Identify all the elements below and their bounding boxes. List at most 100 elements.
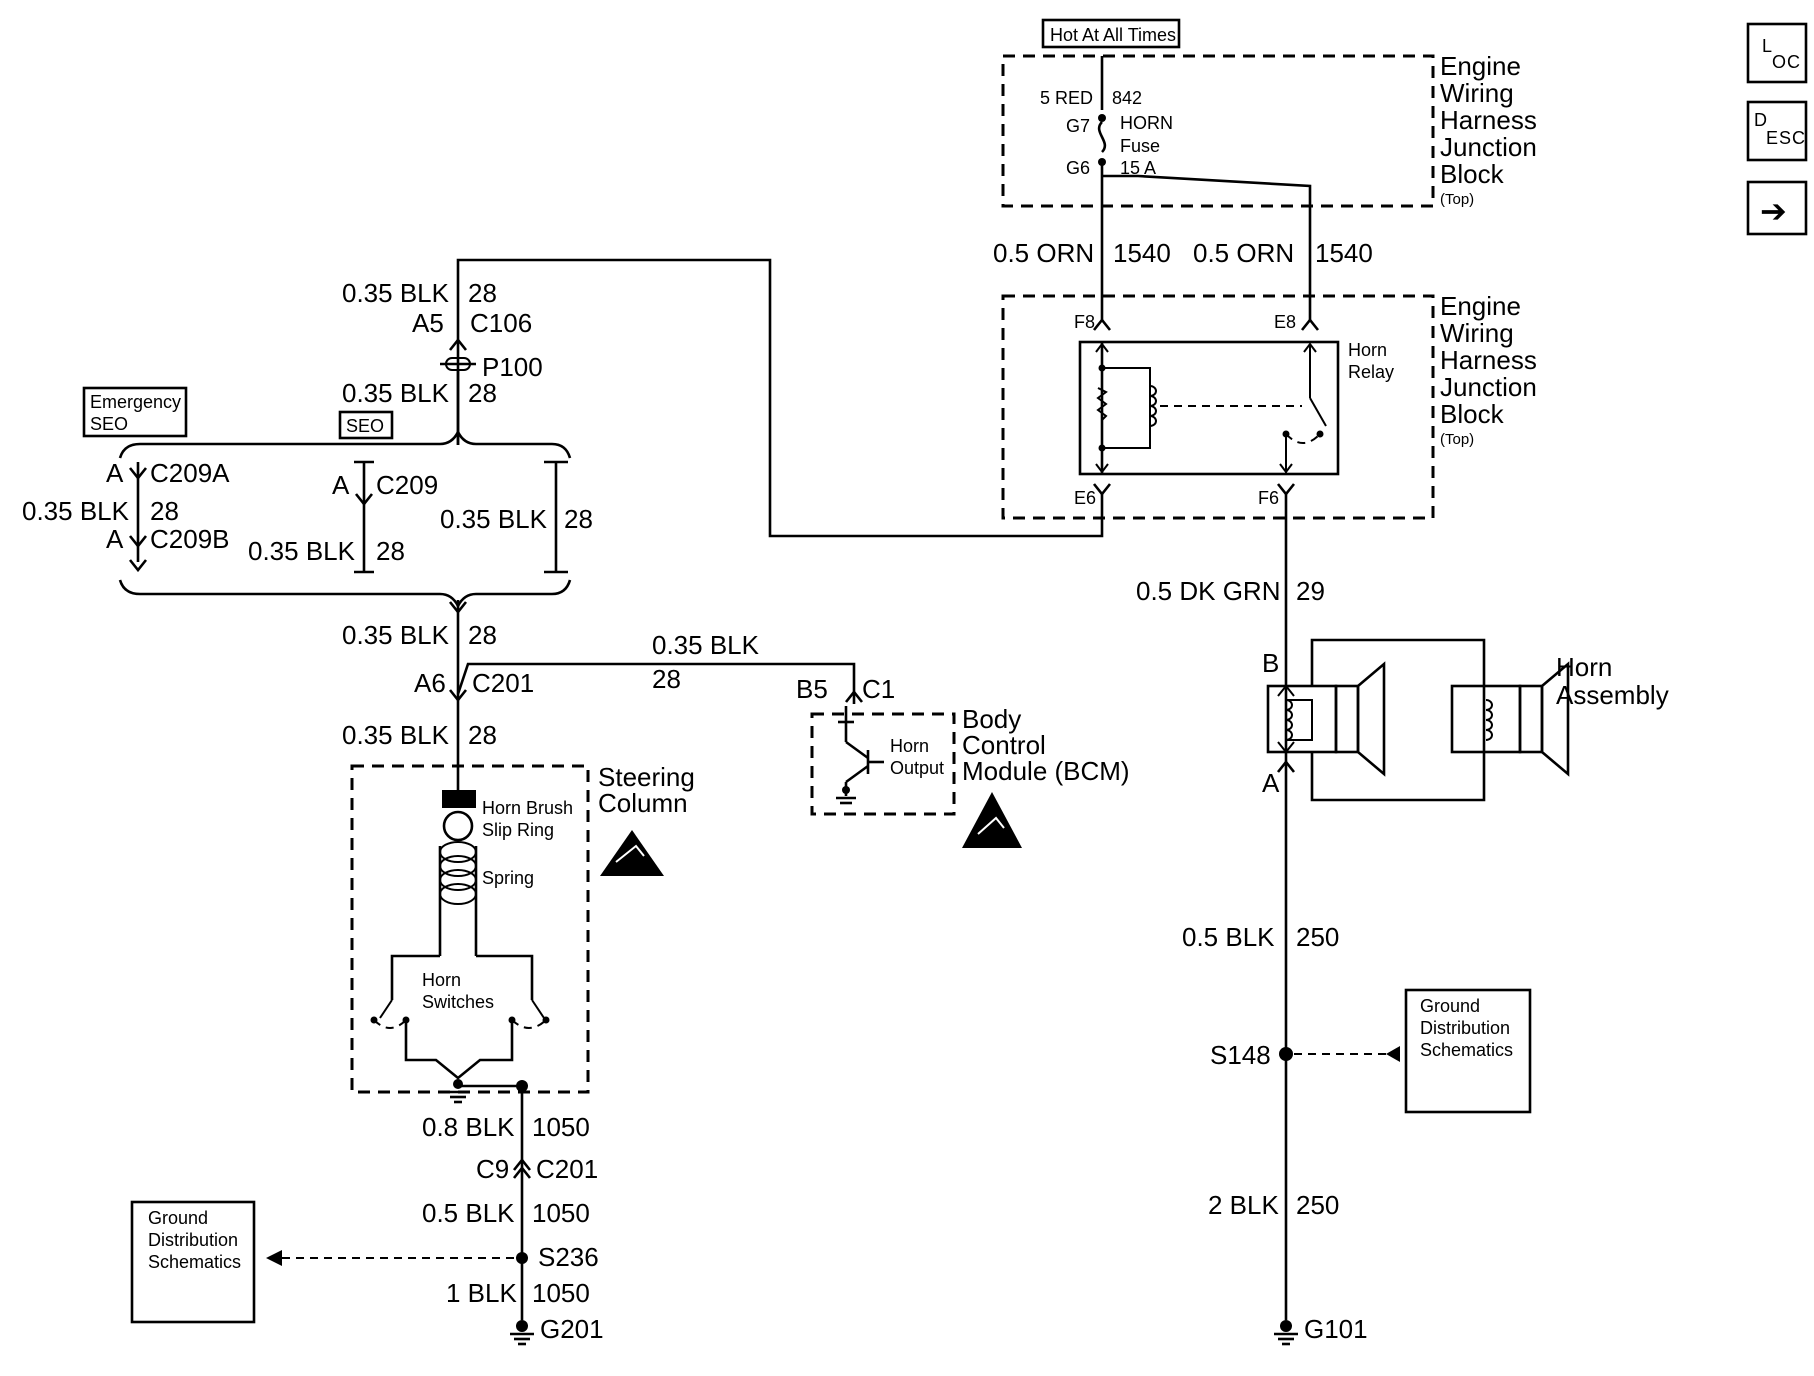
fuse-block-text: 5 RED 842 G7 G6 HORN Fuse 15 A [1040,88,1173,178]
pin-e8: E8 [1274,312,1296,332]
desc-button-sub: ESC [1766,128,1806,148]
bcm-title-2: Control [962,730,1046,760]
svg-text:Schematics: Schematics [148,1252,241,1272]
svg-text:0.35 BLK: 0.35 BLK [342,278,450,308]
c209-col2-wire-size: 0.35 BLK [248,536,356,566]
s148-splice: S148 [1210,1040,1271,1070]
svg-text:Ground: Ground [148,1208,208,1228]
fuse-block-title: Engine Wiring Harness Junction Block (To… [1440,51,1537,208]
g201-wire3-size: 1 BLK [446,1278,517,1308]
horn-pin-b: B [1262,648,1279,678]
c209-pin: A [332,470,350,500]
relay-junction-block-outline [1001,294,1435,520]
horn-fuse-icon [1097,56,1107,320]
horn-brush-slip-ring-icon [442,790,476,842]
c201-lower-pin: C9 [476,1154,509,1184]
hot-at-all-times-label: Hot At All Times [1041,18,1181,49]
orn-wire-labels: 0.5 ORN 1540 0.5 ORN 1540 [993,238,1373,268]
g201-wire1-circuit: 1050 [532,1112,590,1142]
svg-text:Engine: Engine [1440,291,1521,321]
g201-wire1-size: 0.8 BLK [422,1112,515,1142]
c209-mid-wire-circuit: 28 [150,496,179,526]
steering-column-title-2: Column [598,788,688,818]
horn-assembly-icon [1266,638,1570,802]
ground-distribution-left-link[interactable]: Ground Distribution Schematics [130,1200,256,1324]
bcm-transistor-icon [836,706,884,805]
bcm-connector-c1: C1 [862,674,895,704]
next-button[interactable]: ➔ [1746,180,1808,236]
ground-distribution-right-link[interactable]: Ground Distribution Schematics [1404,988,1532,1114]
s148-reference-arrow [1294,1046,1400,1062]
horn-relay-label-2: Relay [1348,362,1394,382]
svg-text:(Top): (Top) [1440,191,1474,208]
svg-text:Block: Block [1440,159,1505,189]
bcm-outline [810,712,956,816]
bcm-esd-warning-icon [962,792,1022,848]
svg-text:0.5 ORN: 0.5 ORN [1193,238,1294,268]
svg-text:28: 28 [468,378,497,408]
svg-text:28: 28 [468,278,497,308]
relay-pin-labels: F8 E8 E6 F6 [1074,312,1296,508]
svg-text:1540: 1540 [1315,238,1373,268]
horn-assembly-label-2: Assembly [1556,680,1669,710]
feed-wire-above-size: 0.35 BLK [342,620,450,650]
svg-text:C106: C106 [470,308,532,338]
c201-connector: C201 [472,668,534,698]
slip-ring-label: Slip Ring [482,820,554,840]
feed-wire-below-circuit: 28 [468,720,497,750]
c209-mid-wire-size: 0.35 BLK [22,496,130,526]
horn-pin-a: A [1262,768,1280,798]
c209b-connector: C209B [150,524,230,554]
svg-text:P100: P100 [482,352,543,382]
s148-splice-dot [1279,1047,1293,1061]
col3-wire-circuit: 28 [564,504,593,534]
p100-passthrough-icon [440,337,476,445]
loc-button-sub: OC [1772,52,1801,72]
col3-wire-size: 0.35 BLK [440,504,548,534]
dk-grn-wire-size: 0.5 DK GRN [1136,576,1281,606]
seo-bottom-brace [118,579,572,609]
col3-wire [544,460,568,574]
fuse-name: HORN [1120,113,1173,133]
horn-output-label: Horn [890,736,929,756]
fuse-junction-block-outline [1001,54,1435,208]
esd-warning-icon [600,830,664,876]
bcm-title-3: Module (BCM) [962,756,1130,786]
svg-text:0.35 BLK: 0.35 BLK [342,378,450,408]
svg-text:A5: A5 [412,308,444,338]
svg-text:1540: 1540 [1113,238,1171,268]
wire-5-red: 5 RED [1040,88,1093,108]
svg-text:Emergency: Emergency [90,392,181,412]
loc-button[interactable]: L OC [1746,22,1808,84]
svg-text:Wiring: Wiring [1440,318,1514,348]
horn-relay-label: Horn [1348,340,1387,360]
bcm-title: Body [962,704,1021,734]
arrow-right-icon: ➔ [1760,193,1787,229]
c209-connector: C209 [376,470,438,500]
relay-e6-ground-wire [456,258,1104,538]
p100-wire-labels: 0.35 BLK 28 A5 C106 P100 0.35 BLK 28 [342,278,543,408]
horn-switches-label: Horn [422,970,461,990]
pin-f8: F8 [1074,312,1095,332]
c209a-c209b-column [128,462,148,573]
svg-text:Schematics: Schematics [1420,1040,1513,1060]
desc-button-main: D [1754,110,1767,130]
pin-g7: G7 [1066,116,1090,136]
svg-text:Engine: Engine [1440,51,1521,81]
g201-wire3-circuit: 1050 [532,1278,590,1308]
horn-blk-wire2-circuit: 250 [1296,1190,1339,1220]
g101-ground: G101 [1304,1314,1368,1344]
horn-blk-wire2-size: 2 BLK [1208,1190,1279,1220]
desc-button[interactable]: D ESC [1746,100,1808,162]
branch-wire-circuit: 28 [652,664,681,694]
svg-text:Junction: Junction [1440,372,1537,402]
svg-text:Harness: Harness [1440,345,1537,375]
horn-blk-wire1-circuit: 250 [1296,922,1339,952]
horn-blk-wire1-size: 0.5 BLK [1182,922,1275,952]
svg-text:0.5 ORN: 0.5 ORN [993,238,1094,268]
c209a-connector: C209A [150,458,230,488]
relay-block-title: Engine Wiring Harness Junction Block (To… [1440,291,1537,448]
horn-switches-label-2: Switches [422,992,494,1012]
g201-ground: G201 [540,1314,604,1344]
